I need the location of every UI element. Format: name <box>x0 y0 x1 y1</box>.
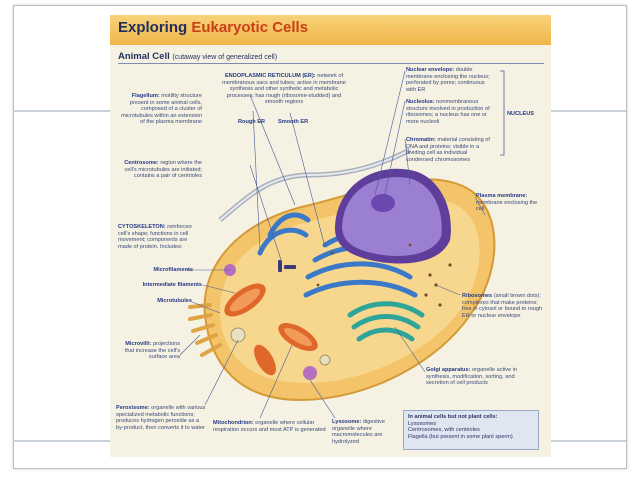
centrosome-shape <box>278 260 296 272</box>
microvilli-label: Microvilli: projections that increase th… <box>124 341 180 360</box>
title-accent: Eukaryotic Cells <box>191 19 309 36</box>
plasma-membrane-label: Plasma membrane: membrane enclosing the … <box>476 193 538 212</box>
subtitle-detail: (cutaway view of generalized cell) <box>172 54 278 61</box>
peroxisome-shape <box>230 327 246 343</box>
chromatin-label: Chromatin: material consisting of DNA an… <box>406 137 490 163</box>
nucleolus-label: Nucleolus: nonmembranous structure invol… <box>406 99 490 125</box>
title-main: Exploring <box>118 19 188 36</box>
golgi-shape <box>347 301 425 342</box>
microtubules-label: Microtubules <box>157 298 192 304</box>
ribosomes-label: Ribosomes (small brown dots): complexes … <box>462 293 543 319</box>
golgi-label: Golgi apparatus: organelle active in syn… <box>426 367 518 386</box>
centrosome-label: Centrosome: region where the cell's micr… <box>124 160 202 179</box>
animal-only-info-box: In animal cells but not plant cells: Lys… <box>403 410 539 450</box>
er-label-desc: network of membranous sacs and tubes; ac… <box>222 73 346 105</box>
info-box-heading: In animal cells but not plant cells: <box>408 414 498 420</box>
figure-subtitle: Animal Cell (cutaway view of generalized… <box>118 51 277 62</box>
cytoskeleton-label: CYTOSKELETON: reinforces cell's shape; f… <box>118 224 192 250</box>
flagellum-label: Flagellum: motility structure present in… <box>121 93 202 125</box>
lysosome-label: Lysosome: digestive organelle where macr… <box>332 419 385 445</box>
mitochondrion-label: Mitochondrion: organelle where cellular … <box>213 420 326 433</box>
subtitle-main: Animal Cell <box>118 51 170 62</box>
smooth-er-label: Smooth ER <box>278 119 309 125</box>
mitochondria-shapes <box>224 283 318 376</box>
nucleus-label: NUCLEUS <box>507 111 535 117</box>
microfilaments-label: Microfilaments <box>153 267 193 273</box>
info-box-item: Flagella (but present in some plant sper… <box>408 433 513 440</box>
nucleus-bracket <box>500 70 505 156</box>
subtitle-rule <box>118 63 544 64</box>
textbook-figure: Exploring Eukaryotic Cells Animal Cell (… <box>110 15 551 457</box>
er-label-name: ENDOPLASMIC RETICULUM (ER): <box>224 73 316 79</box>
cell-illustration <box>179 70 505 419</box>
nuclear-envelope-label: Nuclear envelope: double membrane enclos… <box>406 67 490 93</box>
nucleus-shape <box>335 168 451 264</box>
intermediate-filaments-label: Intermediate filaments <box>142 282 202 288</box>
rough-er-label: Rough ER <box>238 119 266 125</box>
leader-lines <box>179 70 486 419</box>
page-title: Exploring Eukaryotic Cells <box>118 19 308 36</box>
title-bar: Exploring Eukaryotic Cells <box>110 15 551 45</box>
microvilli-shape <box>188 303 222 357</box>
info-box-item: Centrosomes, with centrioles <box>408 427 480 434</box>
peroxisome-label: Peroxisome: organelle with various speci… <box>116 405 206 431</box>
er-label: ENDOPLASMIC RETICULUM (ER): network of m… <box>218 73 350 106</box>
ribosome-dots <box>316 243 452 307</box>
info-box-item: Lysosomes <box>408 420 437 427</box>
lysosome-shape <box>303 366 317 380</box>
